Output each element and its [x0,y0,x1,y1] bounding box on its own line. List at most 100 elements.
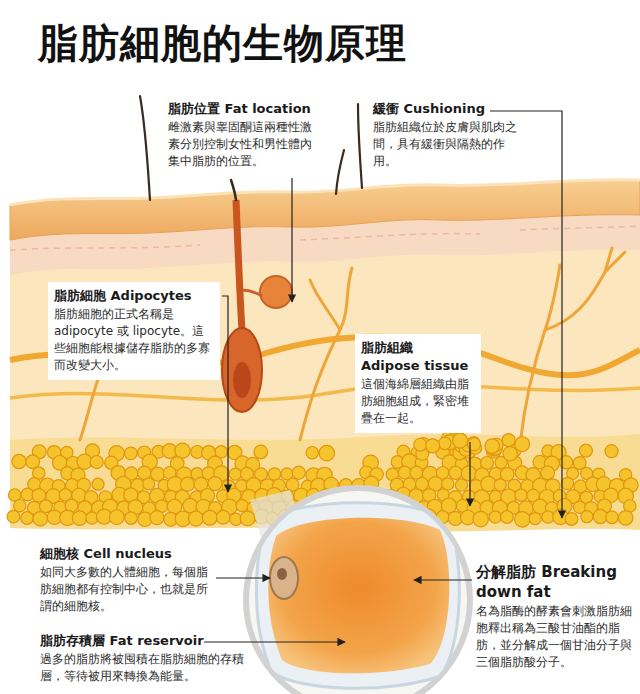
callout-body: 雌激素與睾固酮這兩種性激素分別控制女性和男性體內集中脂肪的位置。 [168,119,320,170]
cell-membrane [256,503,459,689]
fat-cell [485,439,500,454]
fat-cell [606,511,619,524]
callout-body: 如同大多數的人體細胞，每個脂肪細胞都有控制中心，也就是所謂的細胞核。 [40,564,210,615]
fat-cell [541,466,555,480]
hair-sheath [236,200,242,330]
fat-cell [503,447,517,461]
callout-body: 過多的脂肪將被囤積在脂肪細胞的存積層，等待被用來轉換為能量。 [40,651,250,685]
callout-box: 脂肪細胞 Adipocytes脂肪細胞的正式名稱是 adipocyte 或 li… [48,282,220,380]
fat-cell [398,466,411,479]
skin-surface [10,180,640,205]
callout-heading: 脂肪細胞 Adipocytes [54,287,214,305]
fat-cell [124,447,137,460]
fat-cell [449,466,462,479]
hair [336,150,344,194]
fat-cell [502,434,515,447]
hair [140,96,150,200]
fat-cell [501,511,514,524]
fat-cell [240,511,255,526]
fat-cell [143,478,155,490]
fat-cell [529,513,541,525]
zoom-circle [246,488,470,694]
sebaceous-gland [260,276,292,308]
fat-cell [426,439,440,453]
callout-heading: 脂肪位置 Fat location [168,100,320,118]
callout-text: 脂肪存積層 Fat reservoir過多的脂肪將被囤積在脂肪細胞的存積層，等待… [40,632,250,685]
leader-line [469,442,470,506]
callout-heading: 脂肪組織 Adipose tissue [361,339,475,375]
fat-cell [494,479,506,491]
callout-heading: 分解脂肪 Breaking down fat [476,562,636,602]
callout-text: 分解脂肪 Breaking down fat名為脂酶的酵素會刺激脂肪細胞釋出稱為… [476,562,636,671]
fat-cell [21,512,34,525]
callout-body: 脂肪細胞的正式名稱是 adipocyte 或 lipocyte。這些細胞能根據儲… [54,306,214,374]
callout-body: 名為脂酶的酵素會刺激脂肪細胞釋出稱為三酸甘油酯的脂肪，並分解成一個甘油分子與三個… [476,603,636,671]
fat-cell [605,445,618,458]
fat-cell [181,477,195,491]
fat-cell [414,438,427,451]
callout-text: 緩衝 Cushioning脂肪組織位於皮膚與肌肉之間，具有緩衝與隔熱的作用。 [373,100,523,170]
fat-cell [565,513,578,526]
cell-nucleus [270,557,298,599]
fat-cell [455,479,467,491]
fat-cell [254,445,268,459]
fat-cell [72,511,87,526]
callout-body: 這個海綿層組織由脂肪細胞組成，緊密堆疊在一起。 [361,376,475,427]
fat-cell [33,512,48,527]
fat-cell [229,468,241,480]
callout-text: 細胞核 Cell nucleus如同大多數的人體細胞，每個脂肪細胞都有控制中心，… [40,545,210,615]
fat-cell [236,500,248,512]
fat-cell [473,511,488,526]
callout-body: 脂肪組織位於皮膚與肌肉之間，具有緩衝與隔熱的作用。 [373,119,523,170]
fat-cell [109,510,124,525]
leader-line [204,641,345,642]
fat-cell [489,511,501,523]
fat-cell [515,489,527,501]
fat-cell [150,511,164,525]
fat-cell [292,466,305,479]
fat-cell [14,500,26,512]
nucleolus [277,568,287,580]
leader-line [291,178,292,302]
leader-line [222,296,228,492]
callout-text: 脂肪位置 Fat location雌激素與睾固酮這兩種性激素分別控制女性和男性體… [168,100,320,170]
fat-cell [438,437,451,450]
fat-cell [268,468,280,480]
fat-cell [189,511,204,526]
fat-cell [515,512,531,528]
gland-duct [242,290,262,296]
epidermis [10,180,640,240]
fat-cell [579,444,592,457]
fat-cell [319,445,334,460]
fat-cell [125,512,137,524]
fat-cell [92,478,104,490]
fat-cell [515,437,530,452]
fat-cell [216,510,230,524]
fat-cell [7,510,20,523]
hair [358,104,362,188]
leader-line [414,579,472,580]
connective-band [10,385,640,400]
fat-cell [618,511,633,526]
fat-cell [12,454,26,468]
dermis-texture [10,226,640,250]
callout-heading: 緩衝 Cushioning [373,100,523,118]
fat-cell [175,443,190,458]
hair-bulb [233,362,251,398]
callout-box: 脂肪組織 Adipose tissue這個海綿層組織由脂肪細胞組成，緊密堆疊在一… [355,334,481,433]
callout-heading: 脂肪存積層 Fat reservoir [40,632,250,650]
fat-cell [306,446,318,458]
fat-cell [453,433,468,448]
fat-cell [202,510,217,525]
leader-line [216,577,270,578]
fat-cell [561,477,573,489]
dermis [10,180,640,531]
fat-cell [581,511,593,523]
title: 脂肪細胞的生物原理 [38,16,407,71]
callout-heading: 細胞核 Cell nucleus [40,545,210,563]
leader-line [490,111,562,518]
hair [231,180,236,200]
fat-cell [90,456,103,469]
fat-reservoir [268,518,449,674]
